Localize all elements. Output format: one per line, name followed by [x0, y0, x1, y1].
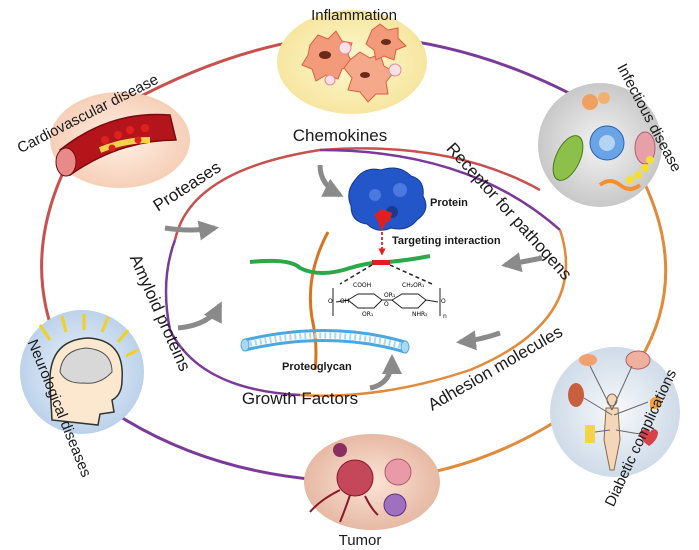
- tumor-cell: [384, 458, 412, 486]
- cardiovascular-illustration: [50, 92, 190, 188]
- red-blood-cell: [126, 126, 134, 134]
- glycosidic-bond: [335, 299, 349, 303]
- protein-blob: [348, 167, 427, 231]
- membrane-bottom: [244, 338, 406, 354]
- sugar-ring-1: [347, 293, 383, 309]
- chem-o-left: O: [328, 298, 333, 305]
- zoom-line-left: [339, 264, 373, 285]
- diabetic-illustration: [550, 347, 680, 477]
- membrane-end: [240, 338, 250, 352]
- cell-nucleus: [319, 51, 331, 59]
- organ-connectors: [583, 365, 649, 435]
- coccus: [634, 171, 642, 179]
- chem-nhr2: NHR₂: [412, 311, 428, 318]
- spore: [598, 92, 610, 104]
- foot-organ: [585, 425, 595, 443]
- nerve-organ: [650, 396, 662, 410]
- cell-nucleus: [381, 39, 391, 45]
- body-head: [606, 393, 618, 407]
- protein-structure: [348, 167, 427, 231]
- binding-site: [374, 209, 392, 225]
- arrow-receptor: [501, 252, 543, 273]
- inner-ring-right: [299, 229, 568, 397]
- inner-ring-left: [164, 239, 301, 397]
- arrow-chemokines: [317, 164, 344, 198]
- tumor-vessels: [309, 489, 379, 523]
- tumor-cell: [333, 443, 347, 457]
- tumor-cell: [383, 493, 407, 517]
- cell-nucleus: [360, 72, 370, 78]
- arrow-adhesion: [456, 330, 501, 351]
- coccus: [641, 164, 649, 172]
- heart-organ: [640, 429, 658, 446]
- inflamed-cell-2: [343, 51, 395, 103]
- bacterium-rod: [552, 135, 584, 181]
- glycosidic-bond: [425, 299, 439, 303]
- brain-icon: [59, 347, 113, 384]
- neurological-illustration: [20, 310, 144, 434]
- kidney-organ: [568, 383, 584, 407]
- label-growth-factors: Growth Factors: [242, 389, 358, 408]
- inflammation-illustration: [277, 10, 427, 114]
- binding-sequence: [372, 260, 390, 265]
- protein-subunit: [369, 189, 381, 201]
- label-tumor: Tumor: [339, 532, 382, 549]
- chem-oh: OH: [340, 298, 349, 305]
- proteoglycan-membrane: [240, 328, 410, 354]
- brain-organ: [625, 350, 651, 370]
- blood-cell: [388, 63, 402, 77]
- arrow-proteases: [164, 220, 219, 241]
- chem-o-right: O: [441, 298, 446, 305]
- label-targeting-interaction: Targeting interaction: [392, 235, 501, 247]
- spore: [582, 94, 598, 110]
- spirochete: [598, 179, 642, 191]
- red-blood-cell: [108, 144, 116, 152]
- plaque: [98, 137, 151, 153]
- label-proteoglycan: Proteoglycan: [282, 361, 352, 373]
- eye-organ: [579, 354, 597, 366]
- inner-ring: [164, 147, 568, 397]
- tumor-illustration: [304, 434, 440, 530]
- coccus: [646, 156, 654, 164]
- chem-cooh: COOH: [353, 282, 371, 289]
- label-chemokines: Chemokines: [293, 126, 388, 145]
- binding-arrows: [164, 164, 543, 391]
- brain-activity-rays: [38, 314, 139, 358]
- arrow-growth-factors: [369, 354, 402, 391]
- vessel-opening: [55, 147, 77, 177]
- chem-ch2or1: CH₂OR₁: [402, 282, 425, 289]
- zoom-line-right: [389, 264, 433, 285]
- label-protein: Protein: [430, 197, 468, 209]
- label-inflammation: Inflammation: [311, 7, 397, 24]
- membrane-end: [400, 340, 410, 354]
- core-protein-chain: [308, 231, 330, 371]
- virus-core: [599, 135, 615, 151]
- inner-ring-top-accent: [319, 148, 561, 231]
- red-blood-cell: [141, 124, 149, 132]
- arrow-amyloid: [177, 301, 223, 331]
- coccus: [626, 176, 634, 184]
- sugar-ring-2: [391, 293, 427, 309]
- red-blood-cell: [101, 136, 109, 144]
- chem-or1-a: OR₁: [362, 311, 374, 318]
- membrane-top: [244, 328, 406, 344]
- infectious-illustration: [538, 83, 662, 207]
- red-blood-cell: [134, 136, 142, 144]
- blood-cell: [324, 74, 336, 86]
- human-body-icon: [603, 407, 621, 471]
- chem-or1-b: OR₁: [384, 292, 396, 299]
- disaccharide-structure: [332, 288, 441, 316]
- chem-o-mid: O: [384, 301, 389, 308]
- gag-chain: [249, 254, 431, 275]
- ring-segment-bottom-left: [109, 408, 321, 482]
- tumor-mass: [336, 459, 374, 497]
- blood-cell: [338, 41, 352, 55]
- protein-subunit: [393, 183, 407, 197]
- chem-n: n: [443, 313, 447, 320]
- red-blood-cell: [114, 131, 122, 139]
